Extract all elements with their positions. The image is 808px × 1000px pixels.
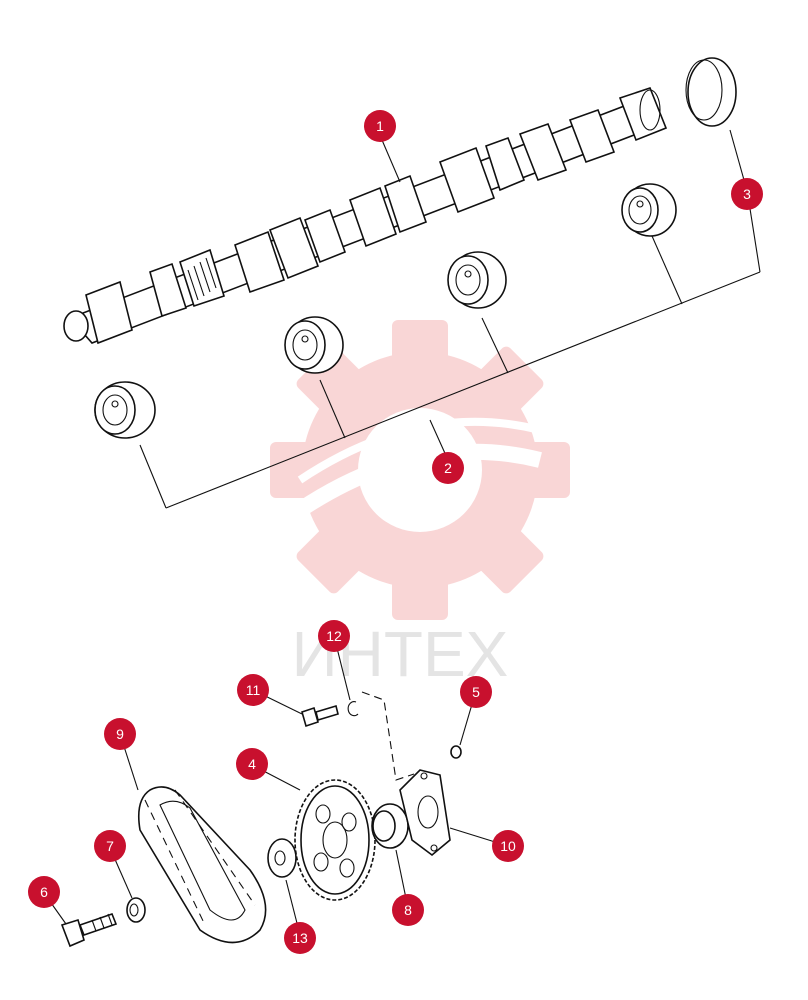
camshaft-icon <box>63 87 668 345</box>
camshaft-sprocket-icon <box>294 779 376 901</box>
svg-text:6: 6 <box>40 884 48 900</box>
lock-washer-icon <box>347 701 359 717</box>
callout-4[interactable]: 4 <box>236 748 268 780</box>
svg-text:11: 11 <box>246 682 261 698</box>
svg-text:10: 10 <box>500 838 516 854</box>
small-ring-icon <box>450 745 462 759</box>
watermark: ИНТЕХ <box>270 320 570 690</box>
callout-9[interactable]: 9 <box>104 718 136 750</box>
camshaft-bearing-icon <box>447 251 507 309</box>
callout-6[interactable]: 6 <box>28 876 60 908</box>
camshaft-bearing-icon <box>284 316 344 374</box>
washer-icon <box>126 897 146 923</box>
gear-logo-icon <box>270 320 570 620</box>
svg-text:2: 2 <box>444 460 452 476</box>
bushing-icon <box>371 803 409 849</box>
callout-10[interactable]: 10 <box>492 830 524 862</box>
camshaft-bearing-icon <box>94 381 156 439</box>
callout-12[interactable]: 12 <box>318 620 350 652</box>
callout-8[interactable]: 8 <box>392 894 424 926</box>
svg-text:8: 8 <box>404 902 412 918</box>
leader-lines <box>43 129 761 936</box>
expansion-plug-icon <box>685 57 737 127</box>
callouts: 1 2 3 4 5 6 7 8 <box>28 110 763 954</box>
thrust-plate-icon <box>399 769 451 857</box>
callout-2[interactable]: 2 <box>432 452 464 484</box>
svg-text:3: 3 <box>743 186 751 202</box>
callout-11[interactable]: 11 <box>237 674 269 706</box>
callout-5[interactable]: 5 <box>460 676 492 708</box>
svg-text:13: 13 <box>292 930 308 946</box>
svg-text:12: 12 <box>326 628 342 644</box>
screw-icon <box>301 704 339 728</box>
svg-text:1: 1 <box>376 118 384 134</box>
camshaft-bearings <box>94 183 677 439</box>
callout-7[interactable]: 7 <box>94 830 126 862</box>
spacer-icon <box>267 838 297 878</box>
svg-text:4: 4 <box>248 756 256 772</box>
camshaft-bearing-icon <box>621 183 677 237</box>
bolt-icon <box>60 912 118 948</box>
svg-text:5: 5 <box>472 684 480 700</box>
svg-text:7: 7 <box>106 838 114 854</box>
timing-chain-icon <box>137 786 267 944</box>
callout-1[interactable]: 1 <box>364 110 396 142</box>
callout-13[interactable]: 13 <box>284 922 316 954</box>
callout-3[interactable]: 3 <box>731 178 763 210</box>
svg-text:9: 9 <box>116 726 124 742</box>
